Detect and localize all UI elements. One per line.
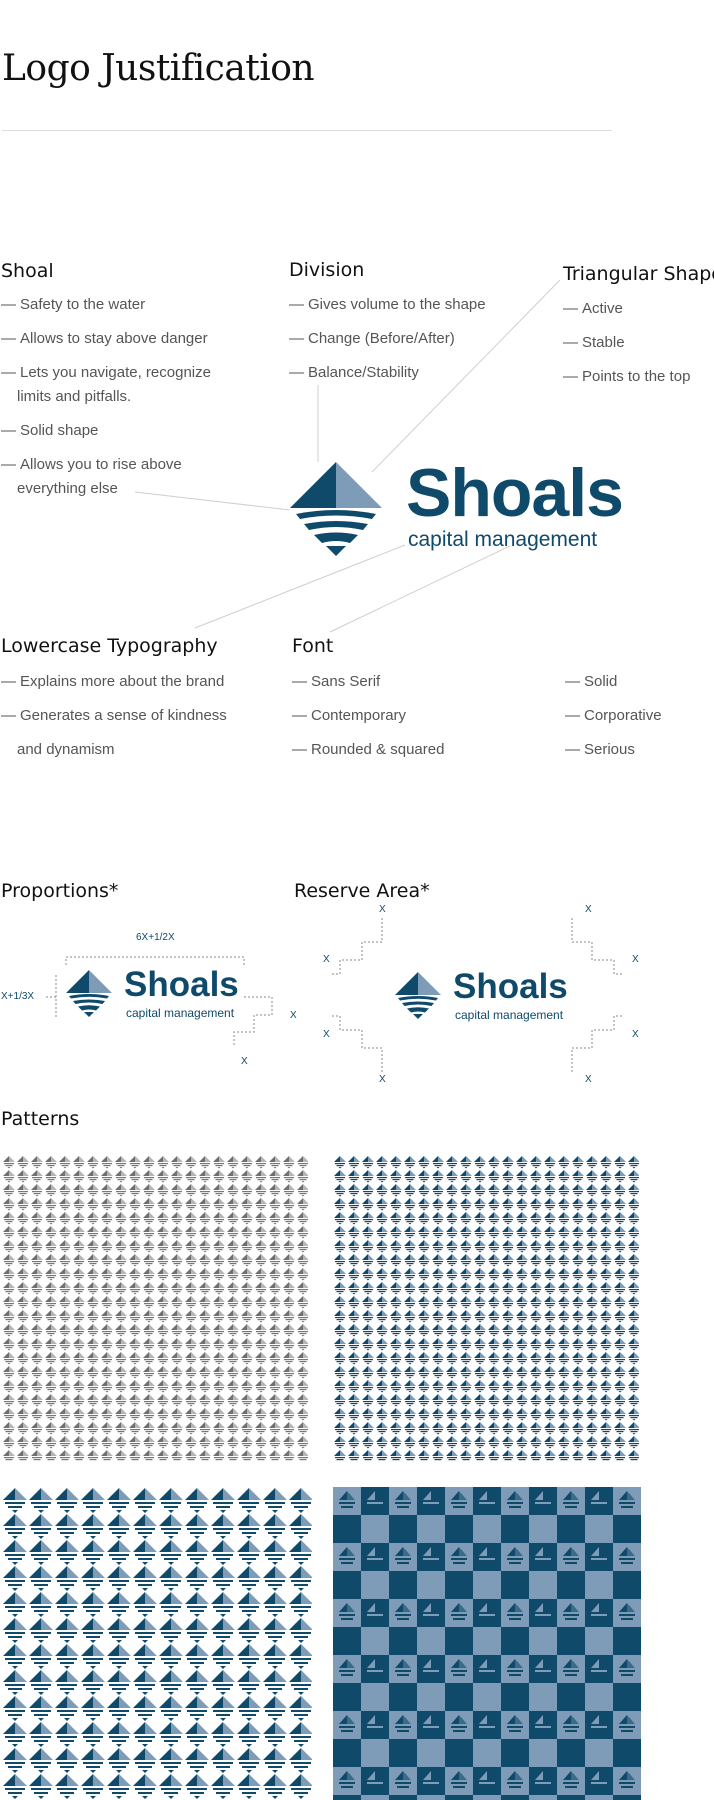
reserve-x-5: X [585, 904, 592, 915]
reserve-x-4: X [379, 1074, 386, 1085]
font-item-4: —Solid [565, 673, 618, 690]
pattern-checker [333, 1487, 641, 1800]
main-logo: Shoals capital management [290, 455, 640, 562]
proportions-width-label: 6X+1/2X [136, 932, 175, 943]
font-heading: Font [292, 635, 334, 657]
division-heading: Division [289, 259, 365, 281]
logo-wordmark: Shoals [406, 455, 624, 531]
pattern-navy-small [333, 1155, 639, 1461]
shoal-item-1: —Safety to the water [1, 296, 146, 313]
shoal-item-3: —Lets you navigate, recognize limits and… [1, 364, 211, 405]
logo-tagline: capital management [408, 528, 598, 551]
reserve-diagram: X X X X X X X X Shoals capital managemen… [320, 900, 650, 1092]
font-item-1: —Sans Serif [292, 673, 381, 690]
proportions-height-label: X+1/3X [1, 991, 35, 1002]
triangular-item-3: —Points to the top [563, 368, 691, 385]
division-item-2: —Change (Before/After) [289, 330, 455, 347]
proportions-x-bottom: X [241, 1056, 248, 1067]
font-item-6: —Serious [565, 741, 635, 758]
font-item-5: —Corporative [565, 707, 662, 724]
reserve-logo-mark-icon [395, 972, 441, 1019]
shoal-heading: Shoal [1, 260, 54, 282]
lowercase-item-1: —Explains more about the brand [1, 673, 225, 690]
shoal-item-2: —Allows to stay above danger [1, 330, 208, 347]
lowercase-item-2: —Generates a sense of kindness [1, 707, 227, 724]
reserve-x-3: X [323, 1029, 330, 1040]
title-divider [2, 130, 612, 131]
page-title: Logo Justification [2, 48, 315, 89]
connector-lines [134, 279, 561, 633]
reserve-wordmark: Shoals [453, 967, 568, 1006]
patterns-heading: Patterns [1, 1108, 80, 1130]
logo-mark-icon [290, 462, 382, 556]
division-item-1: —Gives volume to the shape [289, 296, 486, 313]
proportions-logo-mark-icon [66, 970, 112, 1017]
reserve-tagline: capital management [455, 1008, 564, 1022]
lowercase-item-3: and dynamism [17, 741, 115, 758]
reserve-guides [330, 918, 624, 1072]
reserve-x-6: X [632, 954, 639, 965]
reserve-x-2: X [323, 954, 330, 965]
reserve-x-7: X [632, 1029, 639, 1040]
reserve-x-1: X [379, 904, 386, 915]
shoal-item-4: —Solid shape [1, 422, 99, 439]
proportions-diagram: 6X+1/2X X+1/3X X X Shoals capital manage… [0, 925, 300, 1075]
shoal-item-5: —Allows you to rise above everything els… [1, 456, 182, 497]
reserve-heading: Reserve Area* [294, 880, 430, 902]
reserve-x-8: X [585, 1074, 592, 1085]
proportions-guides [46, 956, 273, 1047]
pattern-navy-large [2, 1487, 312, 1800]
font-item-2: —Contemporary [292, 707, 407, 724]
proportions-wordmark: Shoals [124, 965, 239, 1004]
triangular-heading: Triangular Shape [563, 263, 714, 285]
proportions-heading: Proportions* [1, 880, 119, 902]
division-item-3: —Balance/Stability [289, 364, 419, 381]
proportions-tagline: capital management [126, 1006, 235, 1020]
proportions-x-right: X [290, 1010, 297, 1021]
font-item-3: —Rounded & squared [292, 741, 445, 758]
pattern-grey [2, 1155, 308, 1461]
triangular-item-1: —Active [563, 300, 623, 317]
triangular-item-2: —Stable [563, 334, 625, 351]
lowercase-heading: Lowercase Typography [1, 635, 218, 657]
